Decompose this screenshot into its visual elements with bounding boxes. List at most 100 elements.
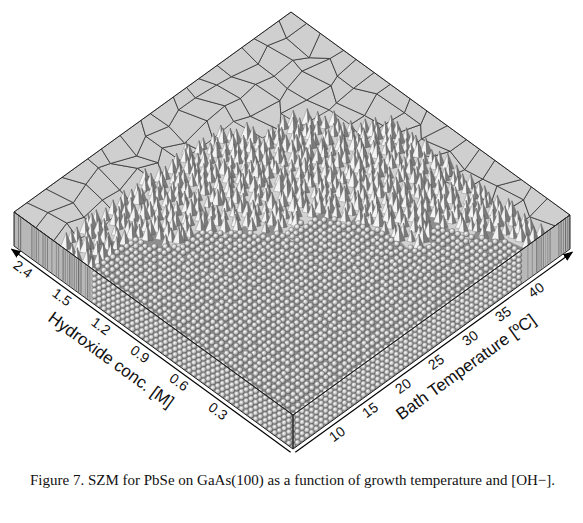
pyramid-face xyxy=(270,135,275,149)
pyramid-face xyxy=(226,199,231,212)
pyramid-face xyxy=(266,221,270,233)
pyramid-face xyxy=(145,178,150,192)
sphere-grain xyxy=(337,248,343,254)
pyramid-face xyxy=(444,215,449,228)
sphere-grain xyxy=(162,271,168,277)
pyramid-face xyxy=(274,175,281,192)
sphere-grain xyxy=(370,231,376,237)
pyramid-face xyxy=(392,155,397,169)
pyramid-face xyxy=(365,205,369,217)
sphere-ground xyxy=(297,349,323,374)
pyramid-face xyxy=(314,197,321,213)
pyramid-face xyxy=(328,206,332,218)
sphere-ground xyxy=(269,269,310,288)
pyramid-face xyxy=(344,122,350,137)
sphere-ground xyxy=(307,286,345,316)
pyramid-face xyxy=(261,173,266,187)
sphere-grain xyxy=(181,285,187,291)
sphere-grain xyxy=(205,261,211,267)
pyramid-face xyxy=(512,214,516,227)
pyramid-face xyxy=(173,217,178,230)
sphere-grain xyxy=(129,280,135,286)
sphere-grain xyxy=(374,283,380,289)
sphere-grain xyxy=(436,245,442,251)
sphere-grain xyxy=(431,262,437,268)
sphere-grain xyxy=(356,282,362,288)
pyramid-face xyxy=(426,209,431,224)
pyramid-face xyxy=(445,167,450,181)
pyramid-face xyxy=(311,185,317,199)
sphere-grain xyxy=(228,285,234,291)
pyramid-face xyxy=(261,209,267,223)
sphere-grain xyxy=(242,233,248,239)
pyramid-face xyxy=(108,200,114,216)
pyramid-face xyxy=(343,171,347,184)
sphere-grain xyxy=(261,275,267,281)
sphere-grain xyxy=(436,265,442,271)
pyramid-face xyxy=(471,174,476,189)
pyramid-face xyxy=(332,180,337,193)
pyramid-face xyxy=(109,211,115,226)
pyramid-face xyxy=(225,216,231,232)
pyramid-face xyxy=(414,184,420,198)
pyramid-face xyxy=(379,162,385,177)
sphere-grain xyxy=(124,257,130,263)
pyramid-face xyxy=(179,227,185,243)
sphere-grain xyxy=(119,274,125,280)
pyramid-face xyxy=(287,195,294,212)
pyramid-face xyxy=(177,201,183,216)
pyramid-face xyxy=(331,204,337,219)
pyramid-face xyxy=(372,210,379,227)
sphere-grain xyxy=(388,237,394,243)
pyramid-face xyxy=(294,155,300,169)
pyramid-face xyxy=(399,169,404,182)
sphere-grain xyxy=(176,261,182,267)
pyramid-face xyxy=(144,203,150,220)
sphere-ground xyxy=(429,273,469,302)
pyramid-face xyxy=(252,218,257,232)
pyramid-face xyxy=(339,186,346,202)
pyramid-face xyxy=(311,132,317,149)
pyramid-face xyxy=(423,159,429,175)
pyramid-face xyxy=(258,204,262,216)
sphere-grain xyxy=(190,278,196,284)
pyramid-face xyxy=(233,150,239,164)
pyramid-face xyxy=(285,155,289,167)
pyramid-face xyxy=(345,186,351,202)
sphere-grain xyxy=(445,238,451,244)
pyramid-face xyxy=(312,204,317,217)
sphere-grain xyxy=(233,268,239,274)
pyramid-face xyxy=(191,199,198,216)
pyramid-face xyxy=(200,181,206,195)
sphere-grain xyxy=(209,278,215,284)
pyramid-face xyxy=(318,121,323,135)
sphere-grain xyxy=(237,257,243,263)
pyramid-face xyxy=(458,195,463,208)
pyramid-face xyxy=(525,220,531,237)
sphere-grain xyxy=(436,272,442,278)
sphere-ground xyxy=(256,348,297,375)
pyramid-face xyxy=(106,208,111,221)
pyramid-face xyxy=(301,109,308,126)
pyramid-face xyxy=(404,223,409,237)
pyramid-face xyxy=(165,166,170,180)
sphere-grain xyxy=(487,242,493,248)
pyramid-face xyxy=(365,131,371,148)
pyramid-face xyxy=(229,144,235,159)
sphere-ground xyxy=(293,277,332,306)
pyramid-face xyxy=(249,188,256,204)
pyramid-face xyxy=(348,135,355,151)
pyramid-face xyxy=(515,226,522,242)
pyramid-face xyxy=(269,177,273,189)
pyramid-face xyxy=(394,206,401,223)
pyramid-face xyxy=(333,161,338,175)
pyramid-face xyxy=(162,172,168,189)
pyramid-face xyxy=(92,241,98,256)
sphere-grain xyxy=(469,234,475,240)
pyramid-face xyxy=(311,174,316,187)
sphere-grain xyxy=(492,239,498,245)
sphere-ground xyxy=(336,262,369,292)
pyramid-face xyxy=(465,208,471,223)
pyramid-face xyxy=(477,219,481,232)
pyramid-face xyxy=(365,155,369,167)
